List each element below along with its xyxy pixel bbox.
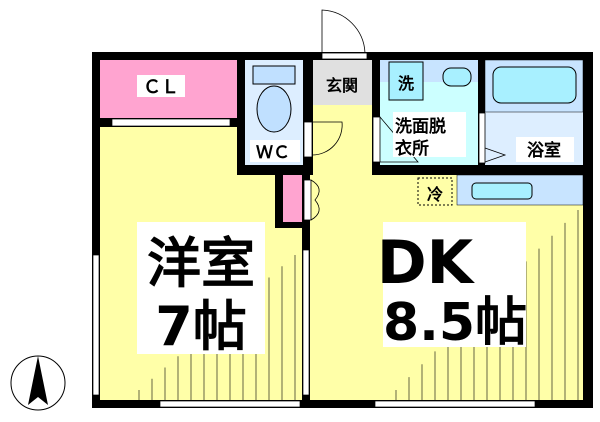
north-arrow-icon <box>10 355 66 411</box>
hall-closet <box>283 175 302 222</box>
doors <box>303 9 507 221</box>
washroom-label-2: 衣所 <box>395 138 429 159</box>
fridge-label: 冷 <box>427 185 443 204</box>
entrance-area <box>313 60 372 105</box>
western-room-label: 洋室 <box>147 232 255 295</box>
washbasin-icon <box>442 67 472 87</box>
toilet-label: ＷＣ <box>256 143 290 163</box>
windows <box>92 118 536 408</box>
western-room-size: 7帖 <box>155 295 247 358</box>
washer-icon <box>388 61 424 101</box>
toilet-tank-icon <box>252 65 296 85</box>
entrance-label: 玄関 <box>326 76 358 95</box>
closet-label: ＣＬ <box>143 77 179 98</box>
toilet-bowl-icon <box>256 85 292 133</box>
bathtub-icon <box>492 66 577 104</box>
sink-icon <box>471 182 533 200</box>
washer-label: 洗 <box>398 74 414 93</box>
bath-label: 浴室 <box>527 140 561 161</box>
dk-size: 8.5帖 <box>383 293 527 353</box>
washroom-label-1: 洗面脱 <box>395 116 446 137</box>
fridge-space <box>417 177 453 206</box>
dk-label: DK <box>377 228 476 298</box>
